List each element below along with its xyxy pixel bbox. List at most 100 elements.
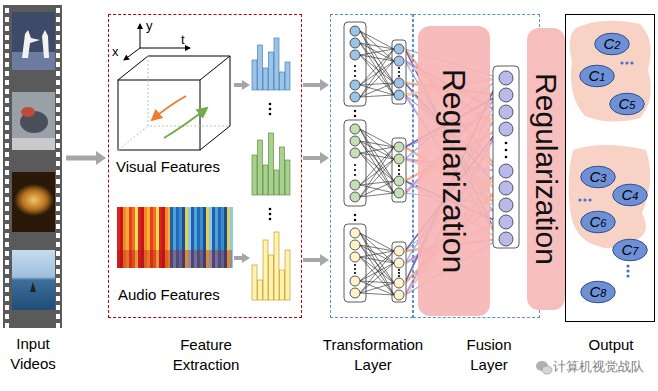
sprocket-hole: [5, 197, 9, 202]
neuron: [394, 90, 404, 100]
stage-label: Fusion Layer: [454, 335, 524, 375]
histogram-bar: [263, 165, 268, 195]
neuron: [350, 228, 360, 238]
cluster-blob: [570, 21, 651, 122]
neuron: [499, 164, 513, 178]
axis-label: x: [112, 44, 119, 60]
flow-arrow: [96, 151, 106, 165]
sprocket-hole: [5, 35, 9, 40]
cluster-label: C5: [619, 96, 636, 113]
ellipse-shape: [613, 184, 648, 206]
arrow-head: [320, 79, 329, 91]
ellipsis-dot: [626, 264, 629, 267]
ellipse-shape: [580, 65, 615, 87]
histogram-bar: [269, 133, 274, 195]
ellipsis-dot: [398, 75, 400, 77]
ellipse-shape: [613, 239, 648, 261]
flow-arrow: [234, 80, 250, 263]
sprocket-hole: [56, 278, 60, 283]
ellipse-shape: [610, 93, 645, 115]
weight-line: [360, 283, 394, 293]
ellipsis-dot: [354, 75, 356, 77]
ellipsis-dot: [354, 115, 356, 117]
stage-label: Transformation Layer: [317, 335, 429, 375]
sprocket-hole: [5, 53, 9, 58]
flow-arrow: [242, 253, 250, 263]
ellipsis-dot: [354, 268, 356, 270]
neuron: [350, 276, 360, 286]
sprocket-hole: [56, 116, 60, 121]
neuron: [499, 198, 513, 212]
weight-line: [360, 141, 394, 159]
weight-line: [360, 83, 394, 97]
ellipsis-dot: [354, 70, 356, 72]
ellipsis-dot: [398, 173, 400, 175]
weight-line: [360, 159, 394, 197]
fencer-figure: [22, 30, 40, 58]
sprocket-hole: [56, 98, 60, 103]
sprocket-hole: [5, 242, 9, 247]
flow-arrow: [66, 151, 106, 165]
flow-arrow: [303, 83, 321, 87]
ellipsis-dot: [398, 67, 400, 69]
ellipsis-dot: [588, 198, 591, 201]
ellipsis-dot: [398, 169, 400, 171]
cluster-label: C4: [622, 187, 639, 204]
ellipsis-dot: [354, 169, 356, 171]
cube-edge: [118, 126, 148, 150]
neuron: [394, 44, 404, 54]
histogram-bar: [285, 62, 290, 90]
film-strip: [3, 5, 62, 328]
sprocket-hole: [56, 251, 60, 256]
sprocket-hole: [5, 98, 9, 103]
neuron-column: [392, 138, 406, 202]
regularization-band: Regularization: [418, 26, 490, 316]
motion-arrow: [152, 96, 186, 120]
sprocket-hole: [5, 134, 9, 139]
ellipsis-dot: [630, 61, 633, 64]
sprocket-hole: [5, 296, 9, 301]
neuron: [350, 252, 360, 262]
ellipsis-dot: [354, 214, 356, 216]
ellipsis-dot: [505, 142, 508, 145]
ellipsis-dot: [626, 274, 629, 277]
neuron: [350, 192, 360, 202]
cluster-blob: [569, 21, 651, 278]
weight-line: [360, 245, 394, 263]
weight-line: [360, 153, 394, 181]
sprocket-hole: [56, 269, 60, 274]
sprocket-hole: [5, 152, 9, 157]
axis-label: y: [146, 18, 153, 34]
sprocket-hole: [5, 305, 9, 310]
feature-label: Audio Features: [118, 285, 298, 305]
ellipsis-dot: [505, 149, 508, 152]
cluster-node: C4: [612, 183, 648, 207]
cube-edge: [118, 56, 230, 80]
sprocket-hole: [56, 215, 60, 220]
weight-line: [360, 95, 394, 97]
cube-edge: [200, 56, 230, 150]
sprocket-hole: [56, 188, 60, 193]
neuron: [394, 176, 404, 186]
axes: [124, 24, 190, 60]
sprocket-hole: [56, 314, 60, 319]
histogram-bar: [252, 155, 257, 195]
histogram-bar: [269, 255, 274, 300]
cluster-label: C7: [622, 242, 639, 259]
weight-line: [360, 245, 394, 283]
axis-line: [140, 48, 190, 49]
ellipsis-dot: [354, 174, 356, 176]
weight-line: [360, 257, 394, 295]
weight-line: [360, 147, 394, 197]
stage-label: Input Videos: [3, 334, 63, 374]
video-thumbnail: [12, 12, 55, 70]
neuron: [350, 180, 360, 190]
ellipsis-dot: [354, 164, 356, 166]
cluster-node: C3: [580, 165, 616, 189]
sprocket-hole: [5, 269, 9, 274]
sprocket-hole: [56, 179, 60, 184]
flow-arrow: [303, 79, 329, 91]
weight-line: [360, 257, 394, 263]
neuron: [350, 92, 360, 102]
flow-arrow: [303, 156, 321, 160]
